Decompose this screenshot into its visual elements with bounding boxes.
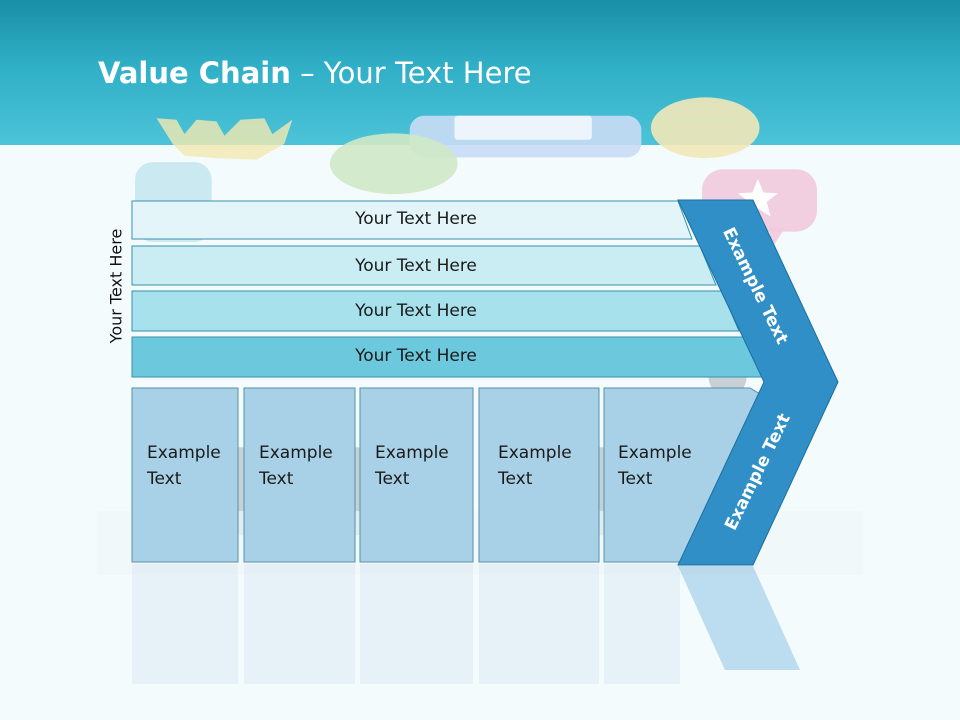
- row-label-4: Your Text Here: [355, 346, 477, 366]
- row-label-2: Your Text Here: [355, 256, 477, 276]
- row-bar-1: [131, 200, 693, 240]
- activity-box-4: [478, 387, 600, 563]
- side-label: Your Text Here: [106, 228, 126, 344]
- box-label-5-line1: Example: [618, 443, 692, 463]
- activity-box-1: [131, 387, 239, 563]
- box-label-4-line1: Example: [498, 443, 572, 463]
- yellow-bubble: [650, 97, 760, 159]
- row-bar-2: [131, 245, 717, 286]
- row-bar-3: [131, 290, 740, 332]
- box-reflections: [132, 564, 680, 684]
- box-label-3-line2: Text: [375, 469, 410, 489]
- box-label-1-line2: Text: [147, 469, 182, 489]
- activity-box-3: [359, 387, 474, 563]
- green-bubble: [329, 133, 458, 195]
- activity-box-2: [243, 387, 356, 563]
- title-rest: – Your Text Here: [290, 56, 532, 90]
- row-label-3: Your Text Here: [355, 301, 477, 321]
- box-label-4-line2: Text: [498, 469, 533, 489]
- box-label-2-line1: Example: [259, 443, 333, 463]
- chevron-reflection: [678, 566, 800, 670]
- laptop-icon: [454, 115, 592, 140]
- starburst-shape: [156, 118, 293, 160]
- row-label-1: Your Text Here: [355, 209, 477, 229]
- box-label-2-line2: Text: [259, 469, 294, 489]
- title-bold: Value Chain: [98, 56, 291, 90]
- box-label-1-line1: Example: [147, 443, 221, 463]
- slide-title: Value Chain – Your Text Here: [98, 56, 532, 90]
- box-label-5-line2: Text: [618, 469, 653, 489]
- box-label-3-line1: Example: [375, 443, 449, 463]
- chevron-arrow: [677, 199, 839, 566]
